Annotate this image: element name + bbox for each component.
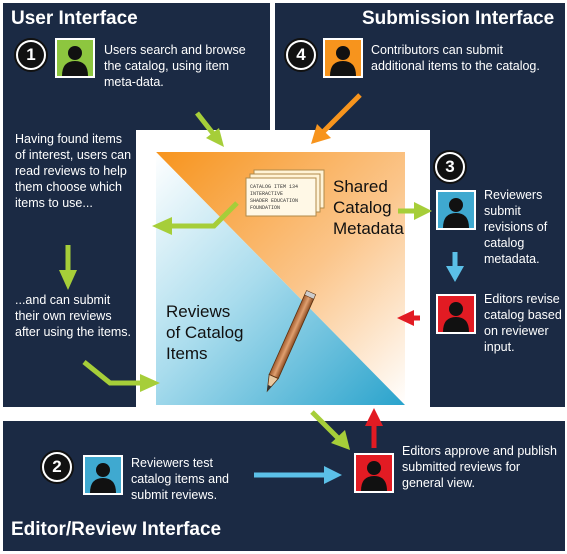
arrow-catalog-to-users — [170, 201, 239, 229]
arrow-read-to-submit-head — [59, 270, 77, 290]
card-line-2: INTERACTIVE — [250, 191, 283, 197]
submit-reviews-text: ...and can submit their own reviews afte… — [15, 293, 132, 339]
step4-text: Contributors can submit additional items… — [371, 43, 540, 73]
arrow-metadata-to-reviewers-head — [414, 202, 432, 220]
shared-catalog-label-line2: Catalog — [333, 198, 392, 217]
editor-review-interface-title: Editor/Review Interface — [11, 519, 222, 540]
arrow-editors-to-catalog-head — [397, 310, 414, 326]
arrow-reviewers-test-to-editors-head — [324, 466, 342, 484]
step-4-badge: 4 — [284, 38, 318, 72]
arrow-editors-publish-head — [365, 408, 383, 426]
step-3-badge: 3 — [433, 150, 467, 184]
editors-revise-text: Editors revise catalog based on reviewer… — [484, 292, 562, 354]
step-3-number: 3 — [437, 154, 463, 180]
reviews-label-line2: of Catalog — [166, 323, 244, 342]
step-1-badge: 1 — [14, 38, 48, 72]
test-reviewer-person-icon — [83, 455, 123, 495]
arrow-reviews-to-editors — [310, 410, 340, 440]
reviews-triangle — [156, 152, 405, 405]
step-4-number: 4 — [288, 42, 314, 68]
catalog-card-icon: CATALOG ITEM 134 INTERACTIVE SHADER EDUC… — [245, 169, 325, 217]
found-items-text: Having found items of interest, users ca… — [15, 132, 132, 210]
step-1-number: 1 — [18, 42, 44, 68]
reviewers-test-text: Reviewers test catalog items and submit … — [131, 456, 229, 502]
arrow-reviewers-to-editors-head — [446, 266, 464, 282]
editor-person-icon — [436, 294, 476, 334]
approve-editor-person-icon — [354, 453, 394, 493]
arrow-contributors-to-catalog — [321, 93, 362, 134]
card-line-4: FOUNDATION — [250, 205, 280, 211]
arrow-reviews-to-editors-head — [331, 430, 350, 450]
arrow-users-to-catalog-head — [206, 128, 224, 147]
pencil-icon — [266, 290, 317, 393]
submission-interface-title: Submission Interface — [362, 8, 555, 29]
reviewers-revise-text: Reviewers submit revisions of catalog me… — [484, 188, 548, 266]
step1-text: Users search and browse the catalog, usi… — [104, 43, 246, 89]
step-2-badge: 2 — [40, 450, 74, 484]
shared-catalog-label-line3: Metadata — [333, 219, 404, 238]
arrow-users-submit-reviews-head — [140, 374, 160, 392]
user-interface-title: User Interface — [11, 8, 138, 29]
reviews-label-line3: Items — [166, 344, 208, 363]
card-line-3: SHADER EDUCATION — [250, 198, 298, 204]
arrow-contributors-to-catalog-head — [311, 124, 331, 144]
arrow-users-submit-reviews — [82, 360, 142, 386]
step-2-number: 2 — [44, 454, 70, 480]
reviews-label-line1: Reviews — [166, 302, 230, 321]
arrow-users-to-catalog — [195, 111, 217, 138]
card-line-1: CATALOG ITEM 134 — [250, 184, 298, 190]
editors-approve-text: Editors approve and publish submitted re… — [402, 444, 557, 490]
shared-catalog-label-line1: Shared — [333, 177, 388, 196]
user-person-icon — [55, 38, 95, 78]
arrow-catalog-to-users-head — [152, 217, 172, 235]
contributor-person-icon — [323, 38, 363, 78]
reviewer-person-icon — [436, 190, 476, 230]
